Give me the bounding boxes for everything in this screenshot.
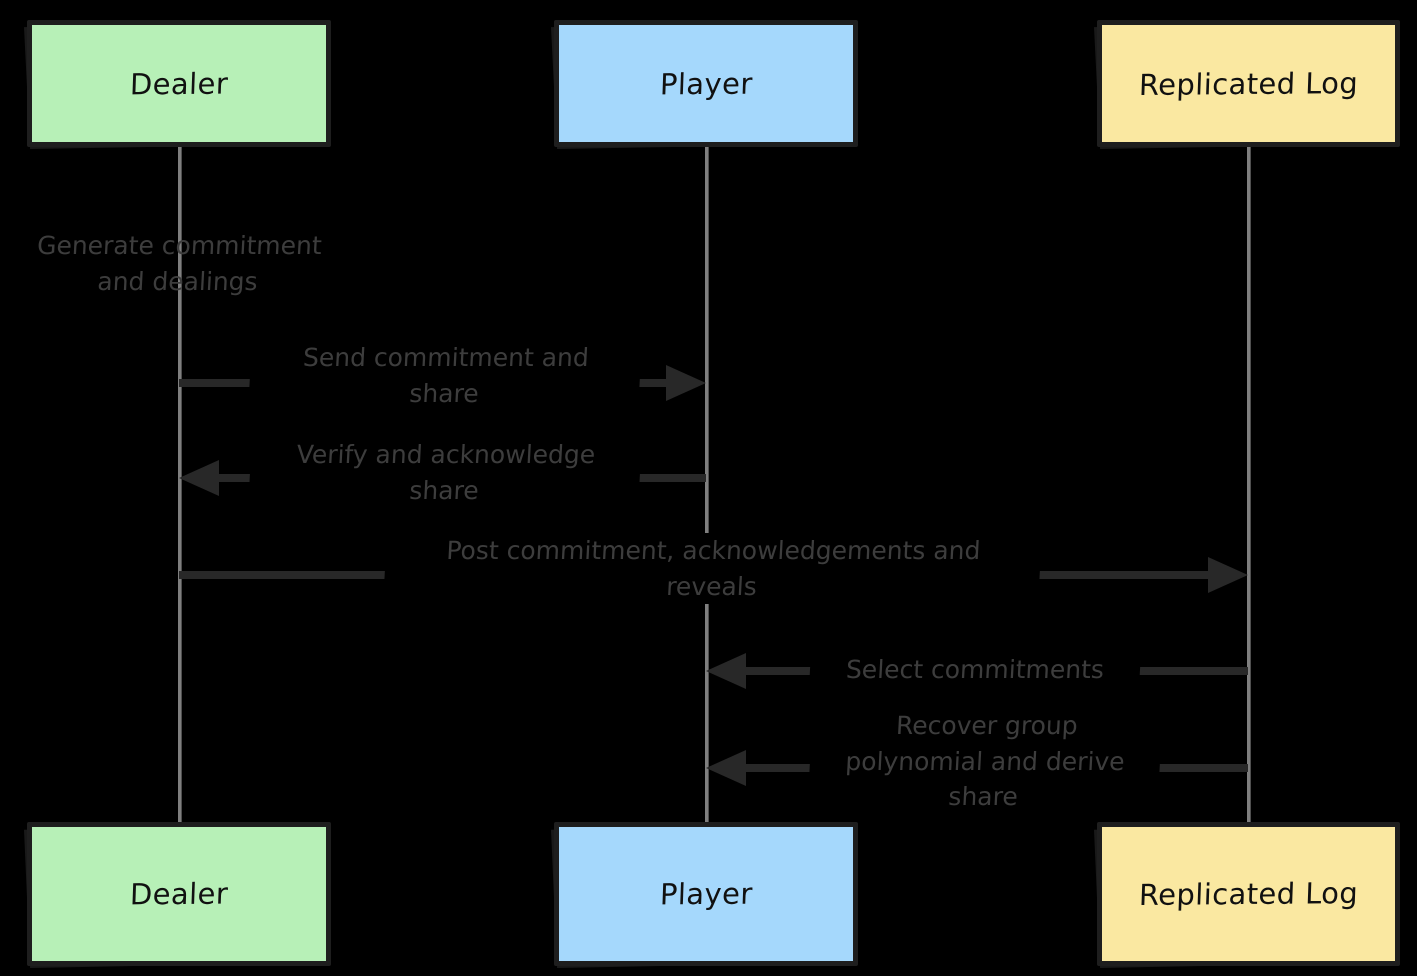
arrowhead-icon-msg-recover-group [706, 750, 746, 786]
participant-label-dealer: Dealer [129, 876, 229, 912]
message-label-msg-verify-ack: Verify and acknowledge share [248, 437, 642, 508]
arrowhead-icon-msg-select-commitments [706, 653, 746, 689]
participant-box-dealer-top[interactable]: Dealer [27, 20, 331, 147]
participant-label-log: Replicated Log [1138, 876, 1359, 912]
participant-box-player-top[interactable]: Player [554, 20, 858, 147]
participant-label-log: Replicated Log [1138, 65, 1359, 102]
message-label-msg-post-commitment: Post commitment, acknowledgements and re… [383, 533, 1042, 604]
note-note-generate: Generate commitment and dealings [36, 231, 323, 296]
arrowhead-icon-msg-post-commitment [1208, 557, 1248, 593]
lifeline-log [1247, 147, 1251, 822]
participant-box-player-bottom[interactable]: Player [554, 822, 858, 966]
message-label-msg-send-commitment: Send commitment and share [248, 340, 642, 411]
arrowhead-icon-msg-verify-ack [179, 460, 219, 496]
participant-label-player: Player [659, 66, 753, 101]
participant-box-log-bottom[interactable]: Replicated Log [1097, 822, 1400, 966]
lifeline-player [705, 147, 709, 822]
participant-box-log-top[interactable]: Replicated Log [1097, 20, 1400, 147]
message-label-msg-recover-group: Recover group polynomial and derive shar… [807, 708, 1163, 815]
participant-box-dealer-bottom[interactable]: Dealer [27, 822, 331, 966]
participant-label-dealer: Dealer [129, 66, 229, 101]
participant-label-player: Player [659, 876, 753, 912]
arrowhead-icon-msg-send-commitment [666, 365, 706, 401]
message-label-msg-select-commitments: Select commitments [809, 652, 1141, 688]
